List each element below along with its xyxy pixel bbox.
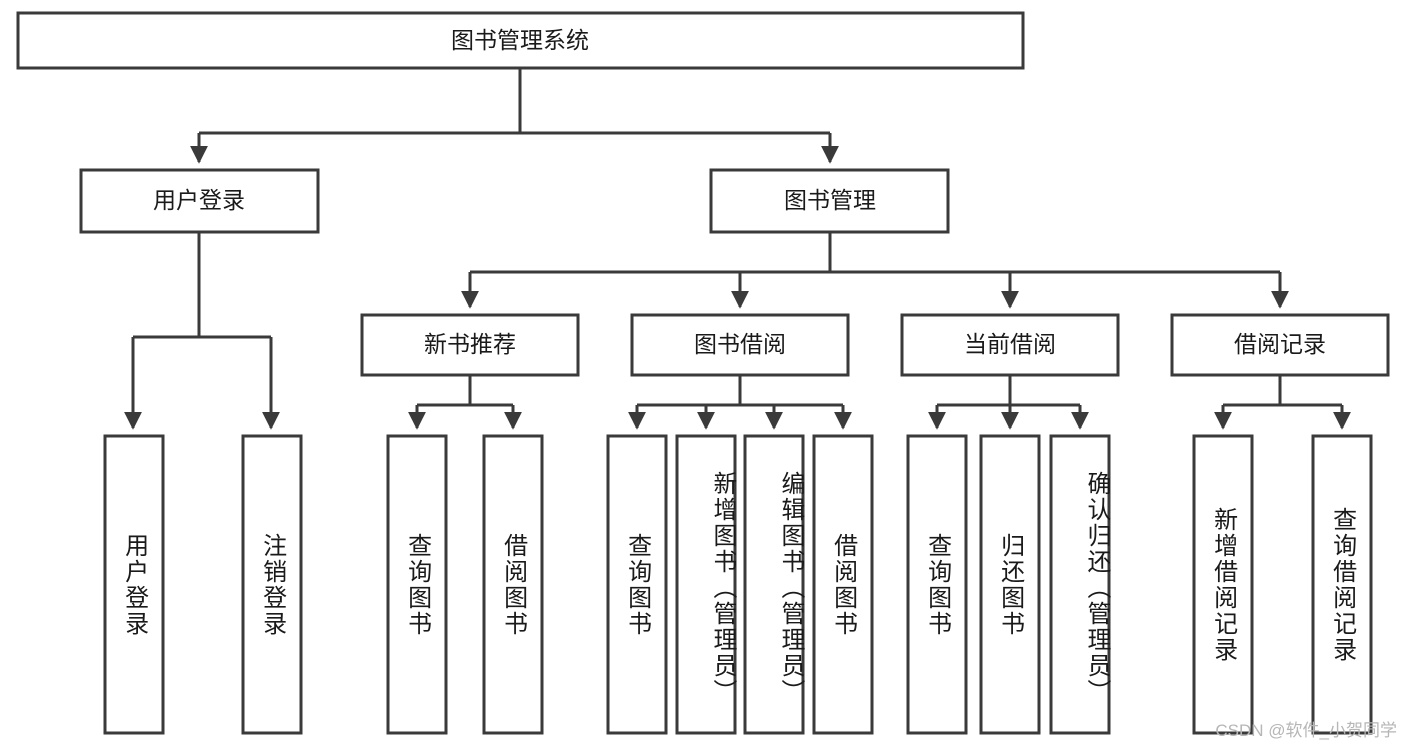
node-new-book-recommend-label: 新书推荐 <box>424 331 516 357</box>
node-root-label: 图书管理系统 <box>451 27 589 53</box>
leaf-rect-query-book-1 <box>386 434 448 735</box>
node-user-login[interactable]: 用户登录 <box>79 168 320 234</box>
node-current-borrow[interactable]: 当前借阅 <box>900 313 1120 377</box>
leaf-rect-confirm-return <box>1049 434 1111 735</box>
node-new-book-recommend[interactable]: 新书推荐 <box>360 313 580 377</box>
node-borrow-record-label: 借阅记录 <box>1234 331 1326 357</box>
node-root[interactable]: 图书管理系统 <box>16 11 1025 70</box>
leaf-rect-add-book <box>675 434 737 735</box>
node-book-management[interactable]: 图书管理 <box>709 168 950 234</box>
leaf-rect-add-record <box>1192 434 1254 735</box>
leaf-nodes[interactable] <box>103 434 1373 735</box>
node-borrow-record[interactable]: 借阅记录 <box>1170 313 1390 377</box>
leaf-rect-query-record <box>1311 434 1373 735</box>
node-book-borrow-label: 图书借阅 <box>694 331 786 357</box>
connectors <box>124 68 1351 430</box>
leaf-rect-borrow-book-2 <box>812 434 874 735</box>
leaf-rect-edit-book <box>743 434 805 735</box>
leaf-rect-query-book-3 <box>906 434 968 735</box>
leaf-rect-logout <box>241 434 303 735</box>
node-current-borrow-label: 当前借阅 <box>964 331 1056 357</box>
node-book-borrow[interactable]: 图书借阅 <box>630 313 850 377</box>
leaf-rect-borrow-book-1 <box>482 434 544 735</box>
leaf-rect-query-book-2 <box>606 434 668 735</box>
leaf-rect-return-book <box>979 434 1041 735</box>
node-user-login-label: 用户登录 <box>153 187 245 213</box>
leaf-rect-user-login <box>103 434 165 735</box>
csdn-watermark: CSDN @软件_小贺同学 <box>1215 721 1397 740</box>
node-book-management-label: 图书管理 <box>784 187 876 213</box>
